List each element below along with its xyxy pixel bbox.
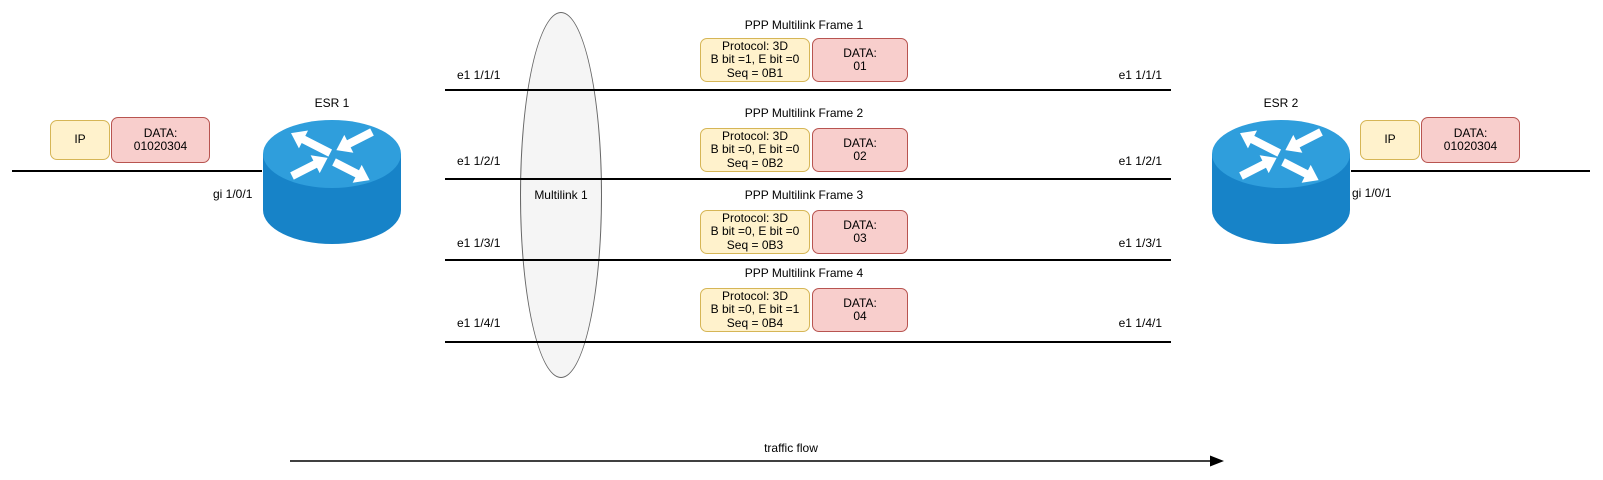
ip-box-right: IP (1360, 120, 1420, 160)
frame-3-data-title: DATA: (843, 217, 877, 232)
frame-1-data-box: DATA: 01 (812, 38, 908, 82)
frame-2-seq: Seq = 0B2 (726, 155, 784, 170)
frame-1-data-value: 01 (853, 59, 867, 73)
frame-1-bits: B bit =1, E bit =0 (710, 52, 800, 67)
e1-label-left-2: e1 1/2/1 (457, 154, 501, 168)
traffic-flow-label: traffic flow (764, 441, 818, 455)
frame-2-title: PPP Multilink Frame 2 (744, 106, 864, 120)
data-value-left: 01020304 (133, 139, 188, 153)
frame-2-protocol-box: Protocol: 3D B bit =0, E bit =0 Seq = 0B… (700, 128, 810, 172)
ip-label-right: IP (1384, 132, 1396, 147)
frame-1-protocol-box: Protocol: 3D B bit =1, E bit =0 Seq = 0B… (700, 38, 810, 82)
frame-2-data-value: 02 (853, 149, 867, 163)
frame-1-data-title: DATA: (843, 45, 877, 60)
frame-4-data-title: DATA: (843, 295, 877, 310)
frame-4-title: PPP Multilink Frame 4 (744, 266, 864, 280)
data-box-right: DATA: 01020304 (1421, 117, 1520, 163)
gi-label-right: gi 1/0/1 (1352, 186, 1392, 200)
link-line-3 (445, 259, 1171, 261)
ip-box-left: IP (50, 120, 110, 160)
frame-4-protocol: Protocol: 3D (721, 288, 789, 303)
e1-label-left-3: e1 1/3/1 (457, 236, 501, 250)
esr1-label: ESR 1 (314, 96, 350, 110)
multilink-ellipse (520, 12, 602, 378)
data-title-left: DATA: (143, 125, 178, 140)
link-line-2 (445, 178, 1171, 180)
router-esr1-icon (263, 120, 401, 244)
frame-2-data-box: DATA: 02 (812, 128, 908, 172)
left-flow-line (12, 170, 262, 172)
frame-2-data-title: DATA: (843, 135, 877, 150)
frame-4-data-box: DATA: 04 (812, 288, 908, 332)
frame-3-protocol: Protocol: 3D (721, 210, 789, 225)
e1-label-right-2: e1 1/2/1 (1118, 154, 1162, 168)
frame-1-protocol: Protocol: 3D (721, 38, 789, 53)
link-line-4 (445, 341, 1171, 343)
frame-3-seq: Seq = 0B3 (726, 237, 784, 252)
e1-label-right-1: e1 1/1/1 (1118, 68, 1162, 82)
frame-4-bits: B bit =0, E bit =1 (710, 302, 800, 317)
frame-1-seq: Seq = 0B1 (726, 65, 784, 80)
e1-label-left-4: e1 1/4/1 (457, 316, 501, 330)
e1-label-right-3: e1 1/3/1 (1118, 236, 1162, 250)
link-line-1 (445, 89, 1171, 91)
frame-4-data-value: 04 (853, 309, 867, 323)
frame-4-protocol-box: Protocol: 3D B bit =0, E bit =1 Seq = 0B… (700, 288, 810, 332)
multilink-label: Multilink 1 (534, 188, 588, 202)
e1-label-right-4: e1 1/4/1 (1118, 316, 1162, 330)
frame-3-data-box: DATA: 03 (812, 210, 908, 254)
router-esr2-icon (1212, 120, 1350, 244)
gi-label-left: gi 1/0/1 (213, 187, 253, 201)
right-flow-line (1351, 170, 1590, 172)
frame-3-title: PPP Multilink Frame 3 (744, 188, 864, 202)
e1-label-left-1: e1 1/1/1 (457, 68, 501, 82)
esr2-label: ESR 2 (1263, 96, 1299, 110)
frame-4-seq: Seq = 0B4 (726, 315, 784, 330)
frame-1-title: PPP Multilink Frame 1 (744, 18, 864, 32)
frame-2-bits: B bit =0, E bit =0 (710, 142, 800, 157)
frame-3-data-value: 03 (853, 231, 867, 245)
data-title-right: DATA: (1453, 125, 1488, 140)
frame-3-bits: B bit =0, E bit =0 (710, 224, 800, 239)
traffic-flow-arrow (290, 455, 1224, 467)
ip-label-left: IP (74, 132, 86, 147)
data-box-left: DATA: 01020304 (111, 117, 210, 163)
frame-2-protocol: Protocol: 3D (721, 128, 789, 143)
frame-3-protocol-box: Protocol: 3D B bit =0, E bit =0 Seq = 0B… (700, 210, 810, 254)
data-value-right: 01020304 (1443, 139, 1498, 153)
